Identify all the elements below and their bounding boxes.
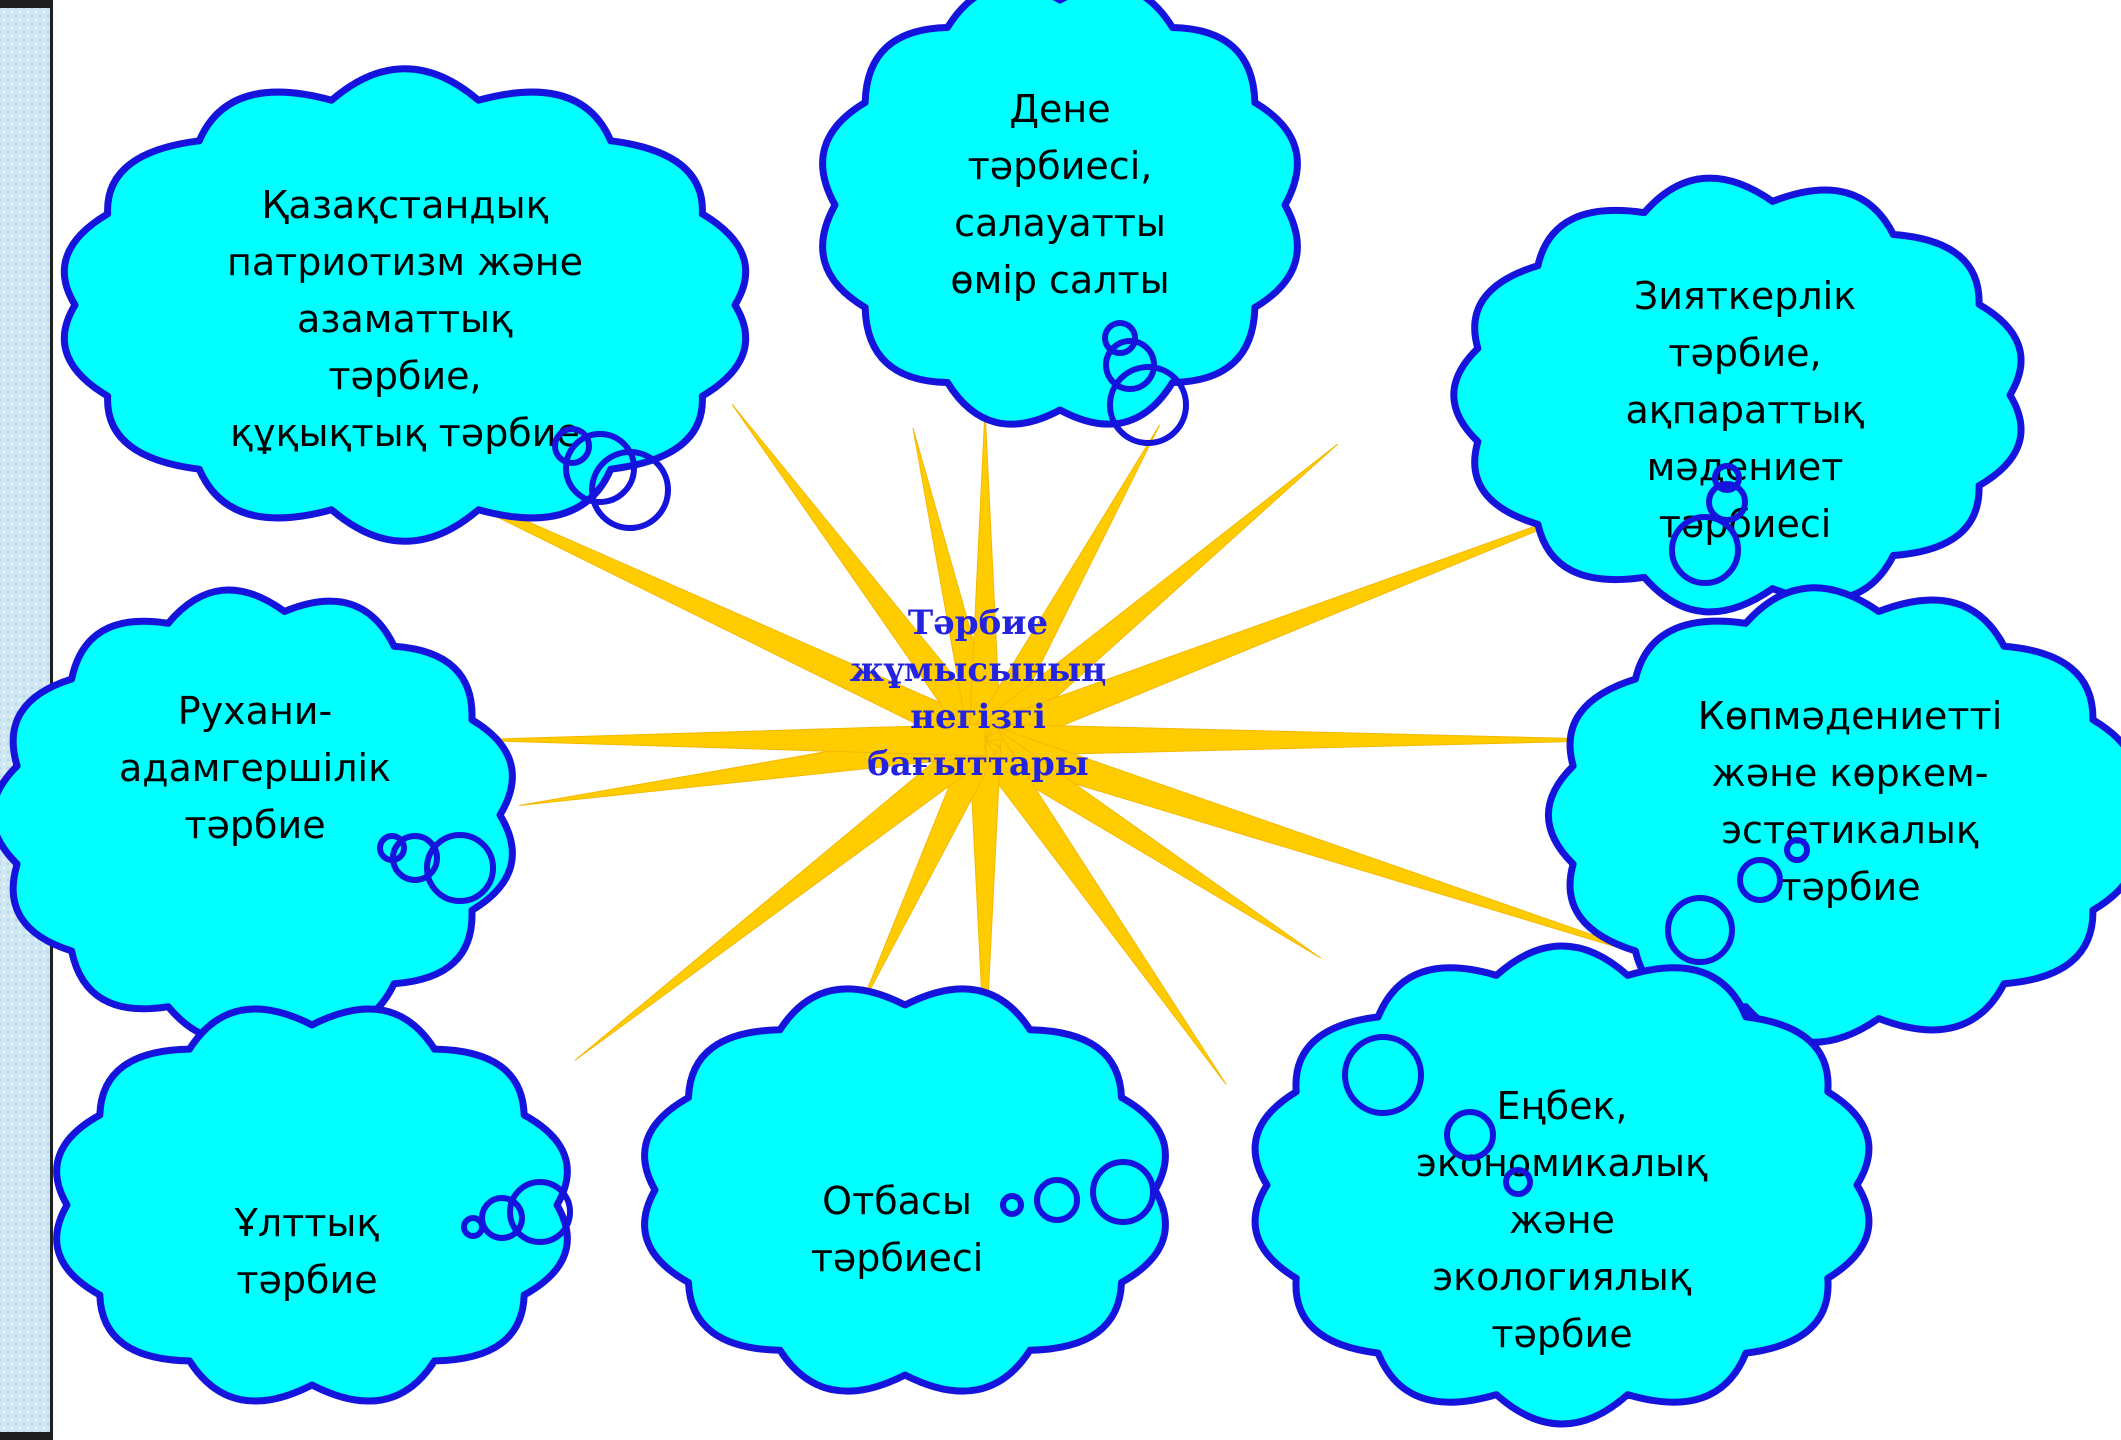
cloud-label-family: Отбасы тәрбиесі: [810, 1179, 984, 1280]
cloud-label-national: Ұлттық тәрбие: [234, 1201, 380, 1302]
cloud-outline: [641, 985, 1169, 1395]
top-corner-bar: [0, 0, 53, 8]
center-title: Тәрбие жұмысының негізгі бағыттары: [849, 603, 1107, 784]
sun-rays: [331, 404, 1699, 1085]
cloud-label-spiritual-moral: Рухани- адамгершілік тәрбие: [118, 689, 392, 847]
cloud-patriotism: [60, 65, 750, 545]
cloud-label-physical-education: Дене тәрбиесі, салауатты өмір салты: [950, 87, 1170, 302]
cloud-national: [53, 1005, 571, 1405]
cloud-label-intellectual: Зияткерлік тәрбие, ақпараттық мәдениет т…: [1625, 274, 1865, 546]
bottom-corner-bar: [0, 1432, 53, 1440]
sun-ray: [464, 723, 986, 757]
cloud-outline: [0, 586, 516, 1044]
cloud-family: [641, 985, 1169, 1395]
cloud-outline: [60, 65, 750, 545]
cloud-label-patriotism: Қазақстандық патриотизм және азаматтық т…: [227, 183, 583, 455]
cloud-label-labor-economic-ecological: Еңбек, экономикалық және экологиялық тәр…: [1416, 1084, 1708, 1356]
cloud-spiritual: [0, 586, 516, 1044]
cloud-label-multicultural: Көпмәдениетті және көркем- эстетикалық т…: [1697, 694, 2003, 909]
cloud-outline: [1450, 174, 2025, 616]
cloud-outline: [53, 1005, 571, 1405]
cloud-intellectual: [1450, 174, 2025, 616]
